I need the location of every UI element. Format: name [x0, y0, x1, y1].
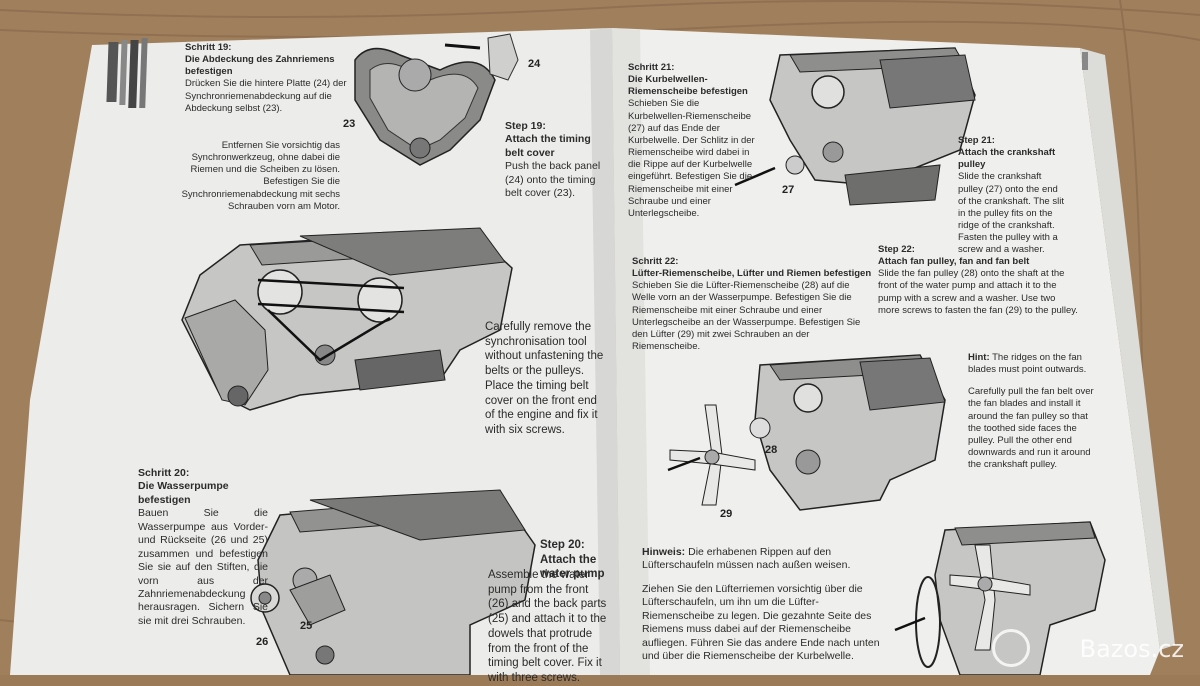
hinweis-text1: Die erhabenen Rippen auf den Lüfterschau… — [642, 546, 851, 572]
label-26: 26 — [256, 636, 269, 648]
schritt20-heading: Schritt 20: — [138, 467, 190, 479]
page-edges — [1080, 48, 1175, 650]
step22-heading: Step 22: — [878, 244, 915, 255]
corner-stripes — [106, 38, 1088, 108]
schritt21-heading: Schritt 21: — [628, 62, 675, 73]
water-pump-illustration — [250, 489, 536, 675]
step20-subheading: Attach the water pump — [540, 553, 605, 581]
label-25: 25 — [300, 620, 313, 632]
fan-illustration — [667, 354, 946, 511]
step22-block: Step 22: Attach fan pulley, fan and fan … — [878, 244, 1078, 317]
label-24: 24 — [528, 58, 541, 70]
schritt19-heading: Schritt 19: — [185, 42, 232, 53]
label-27: 27 — [782, 184, 795, 196]
schritt20-subheading: Die Wasserpumpe befestigen — [138, 480, 229, 506]
schritt19-subheading: Die Abdeckung des Zahnriemens befestigen — [185, 54, 335, 78]
step21-block: Step 21: Attach the crankshaft pulley Sl… — [958, 135, 1068, 257]
schritt19-text2: Entfernen Sie vorsichtig das Synchronwer… — [181, 140, 340, 212]
gutter-shadow — [590, 28, 620, 675]
hint-text1: The ridges on the fan blades must point … — [968, 352, 1087, 376]
schritt22-text: Schieben Sie die Lüfter-Riemenscheibe (2… — [632, 280, 861, 353]
hinweis-block: Hinweis: Die erhabenen Rippen auf den Lü… — [642, 546, 887, 664]
hint-text2: Carefully pull the fan belt over the fan… — [968, 386, 1094, 471]
engine-belt-illustration — [181, 227, 513, 411]
schritt22-block: Schritt 22: Lüfter-Riemenscheibe, Lüfter… — [632, 256, 872, 353]
step22-subheading: Attach fan pulley, fan and fan belt — [878, 256, 1030, 268]
schritt22-subheading: Lüfter-Riemenscheibe, Lüfter und Riemen … — [632, 268, 872, 280]
crankshaft-pulley-illustration — [734, 47, 976, 206]
watermark-logo-icon — [992, 629, 1030, 667]
schritt21-text: Schieben Sie die Kurbelwellen-Riemensche… — [628, 98, 755, 219]
hint-label: Hint: — [968, 352, 990, 363]
label-28: 28 — [765, 444, 778, 456]
step19-subheading: Attach the timing belt cover — [505, 133, 591, 159]
step21-text: Slide the crankshaft pulley (27) onto th… — [958, 171, 1064, 256]
right-page — [612, 28, 1160, 675]
step22-text: Slide the fan pulley (28) onto the shaft… — [878, 268, 1078, 316]
step21-heading: Step 21: — [958, 135, 995, 146]
watermark: Bazos.cz — [1079, 635, 1184, 663]
step21-subheading: Attach the crankshaft pulley — [958, 147, 1056, 171]
fan-belt-illustration — [894, 521, 1106, 675]
step20-heading: Step 20: — [540, 539, 585, 551]
step20-text: Assemble the water pump from the front (… — [488, 569, 607, 685]
schritt22-heading: Schritt 22: — [632, 256, 679, 267]
timing-cover-illustration — [354, 33, 519, 166]
gutter-shadow-right — [612, 28, 650, 675]
step19-text1: Push the back panel (24) onto the timing… — [505, 160, 601, 200]
schritt20-text: Bauen Sie die Wasserpumpe aus Vorder- un… — [138, 507, 268, 627]
hint-block: Hint: The ridges on the fan blades must … — [968, 352, 1098, 471]
step19-block: Step 19: Attach the timing belt cover Pu… — [505, 120, 605, 201]
schritt19-block: Schritt 19: Die Abdeckung des Zahnriemen… — [185, 42, 350, 115]
label-23: 23 — [343, 118, 356, 130]
step19-heading: Step 19: — [505, 120, 546, 132]
step19-text2: Carefully remove the synchronisation too… — [485, 321, 604, 437]
label-29: 29 — [720, 508, 733, 520]
hinweis-text2: Ziehen Sie den Lüfterriemen vorsichtig ü… — [642, 582, 880, 663]
schritt20-block: Schritt 20: Die Wasserpumpe befestigen B… — [138, 467, 268, 628]
step20-block: Step 20: Attach the water pump — [540, 538, 610, 582]
hinweis-label: Hinweis: — [642, 546, 686, 558]
schritt21-subheading: Die Kurbelwellen-Riemenscheibe befestige… — [628, 74, 748, 98]
schritt21-block: Schritt 21: Die Kurbelwellen-Riemenschei… — [628, 62, 756, 220]
schritt19-text1: Drücken Sie die hintere Platte (24) der … — [185, 78, 347, 114]
